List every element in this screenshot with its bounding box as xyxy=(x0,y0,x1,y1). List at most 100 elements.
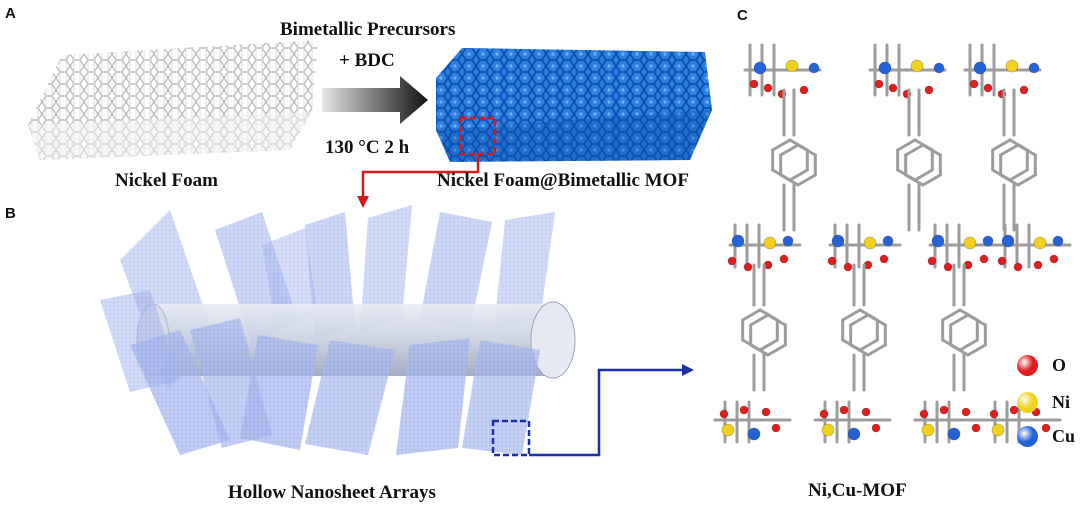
atom xyxy=(761,407,771,417)
atom xyxy=(763,236,777,250)
bond xyxy=(966,313,987,327)
bond xyxy=(749,343,770,357)
mof-crystal-structure xyxy=(713,43,1072,444)
atom xyxy=(785,59,799,73)
bond xyxy=(991,138,1012,152)
atom xyxy=(831,234,845,248)
legend-swatch-o xyxy=(1017,355,1038,376)
atom xyxy=(727,256,737,266)
mof-foam-illustration xyxy=(436,48,712,162)
red-arrow-line xyxy=(361,154,480,198)
legend-swatch-cu xyxy=(1017,426,1038,447)
blue-arrow-line xyxy=(529,368,683,457)
ni-cu-mof-label: Ni,Cu-MOF xyxy=(808,480,907,501)
panel-letter-b: B xyxy=(5,205,16,222)
atom xyxy=(874,79,884,89)
hollow-nanosheet-arrays-label: Hollow Nanosheet Arrays xyxy=(228,482,436,503)
atom xyxy=(1001,234,1015,248)
bond xyxy=(1016,143,1037,157)
bond xyxy=(741,308,762,322)
red-arrow-head xyxy=(357,196,369,208)
atom xyxy=(731,234,745,248)
atom xyxy=(819,409,829,419)
bond xyxy=(841,308,862,322)
bond xyxy=(866,313,887,327)
bond xyxy=(913,168,934,182)
nickel-foam-mof-label: Nickel Foam@Bimetallic MOF xyxy=(437,170,689,191)
atom xyxy=(749,79,759,89)
atom xyxy=(910,59,924,73)
atom xyxy=(808,62,820,74)
atom xyxy=(861,407,871,417)
reaction-precursors-label: Bimetallic Precursors xyxy=(280,19,456,40)
bond xyxy=(904,173,925,187)
atom xyxy=(839,405,849,415)
panel-letter-a: A xyxy=(5,5,16,22)
panel-letter-c: C xyxy=(737,7,748,24)
bond xyxy=(849,313,870,327)
atom xyxy=(843,262,853,272)
atom xyxy=(719,409,729,419)
atom xyxy=(863,236,877,250)
atom xyxy=(931,234,945,248)
atom xyxy=(871,423,881,433)
bond xyxy=(904,143,925,157)
atom xyxy=(782,235,794,247)
atom xyxy=(1013,262,1023,272)
bond xyxy=(858,338,879,352)
atom xyxy=(1028,62,1040,74)
atom xyxy=(989,409,999,419)
bond xyxy=(966,343,987,357)
bond xyxy=(958,338,979,352)
atom xyxy=(973,61,987,75)
atom xyxy=(921,423,935,437)
atom xyxy=(847,427,861,441)
atom xyxy=(933,62,945,74)
atom xyxy=(971,423,981,433)
atom xyxy=(763,83,773,93)
atom xyxy=(939,405,949,415)
nickel-foam-illustration xyxy=(28,40,318,160)
bond xyxy=(921,143,942,157)
legend-item-cu: Cu xyxy=(1017,426,1075,447)
bond xyxy=(796,143,817,157)
atom xyxy=(771,423,781,433)
bond xyxy=(1008,168,1029,182)
atom xyxy=(882,235,894,247)
bond xyxy=(796,173,817,187)
atom xyxy=(779,254,789,264)
atom xyxy=(799,85,809,95)
legend-label-cu: Cu xyxy=(1052,426,1076,446)
nanosheet-array-illustration xyxy=(100,205,576,455)
atom xyxy=(1005,59,1019,73)
bond xyxy=(766,343,787,357)
atom xyxy=(1049,254,1059,264)
bond xyxy=(896,138,917,152)
atom xyxy=(947,427,961,441)
reaction-conditions-label: 130 °C 2 h xyxy=(325,137,410,158)
bond xyxy=(771,138,792,152)
bond xyxy=(1016,173,1037,187)
atom xyxy=(991,423,1005,437)
atom xyxy=(827,256,837,266)
bond xyxy=(779,173,800,187)
atom xyxy=(924,85,934,95)
atom xyxy=(982,235,994,247)
bond xyxy=(749,313,770,327)
bond xyxy=(849,343,870,357)
bond xyxy=(758,338,779,352)
atom xyxy=(927,256,937,266)
atom xyxy=(1009,405,1019,415)
process-arrow xyxy=(322,76,428,124)
legend-item-ni: Ni xyxy=(1017,392,1070,413)
atom xyxy=(997,256,1007,266)
atom xyxy=(961,407,971,417)
atom xyxy=(983,83,993,93)
atom xyxy=(888,83,898,93)
atom xyxy=(963,236,977,250)
bond xyxy=(941,308,962,322)
atom xyxy=(879,254,889,264)
bond xyxy=(949,313,970,327)
atom xyxy=(979,254,989,264)
